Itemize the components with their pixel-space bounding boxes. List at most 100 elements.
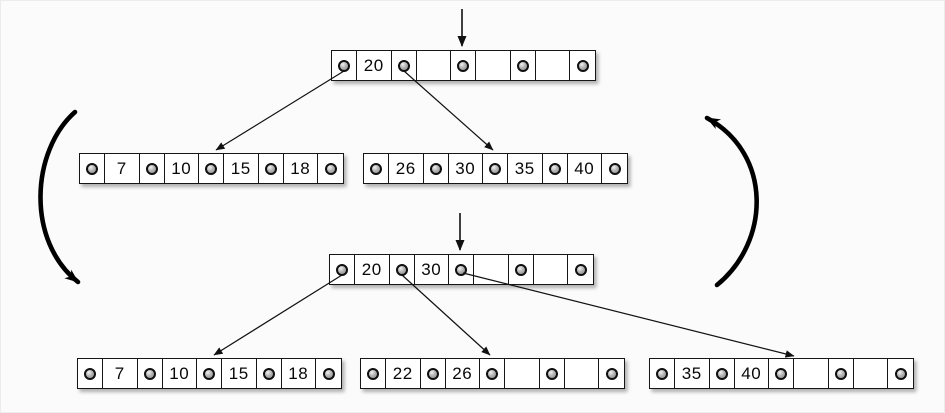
pointer-dot-icon <box>775 367 787 380</box>
key-cell <box>474 255 509 284</box>
pointer-dot-icon <box>203 367 215 380</box>
node-after-root: 20 30 <box>329 254 594 285</box>
pointer-slot <box>568 255 593 284</box>
node-before-leaf-1: 7 10 15 18 <box>79 153 344 184</box>
key-cell: 7 <box>103 359 138 388</box>
pointer-slot <box>424 154 449 183</box>
pointer-dot-icon <box>395 263 408 276</box>
pointer-slot <box>511 51 536 80</box>
key-cell <box>476 51 511 80</box>
pointer-dot-icon <box>262 367 275 380</box>
key-cell <box>417 51 451 80</box>
pointer-dot-icon <box>514 263 527 276</box>
pointer-dot-icon <box>205 162 217 175</box>
key-cell: 20 <box>357 51 392 80</box>
pointer-slot <box>332 51 357 80</box>
key-cell <box>536 51 570 80</box>
pointer-slot <box>540 359 565 388</box>
pointer-dot-icon <box>86 162 98 175</box>
node-after-leaf-2: 22 26 <box>360 358 625 389</box>
pointer-dot-icon <box>145 162 158 175</box>
key-cell: 30 <box>415 255 449 284</box>
pointer-dot-icon <box>264 162 277 175</box>
pointer-dot-icon <box>548 162 561 175</box>
child-pointer-arrow-icon <box>215 70 345 151</box>
child-pointer-arrow-icon <box>462 272 795 358</box>
key-cell: 15 <box>224 154 259 183</box>
key-cell: 7 <box>105 154 140 183</box>
key-cell: 35 <box>508 154 543 183</box>
key-cell <box>794 359 829 388</box>
key-cell: 26 <box>389 154 424 183</box>
pointer-dot-icon <box>322 367 335 380</box>
pointer-slot <box>543 154 568 183</box>
pointer-dot-icon <box>370 162 382 175</box>
pointer-slot <box>421 359 446 388</box>
pointer-slot <box>392 51 417 80</box>
pointer-slot <box>138 359 163 388</box>
pointer-dot-icon <box>84 367 96 380</box>
cycle-arrow-down-icon <box>38 109 81 285</box>
pointer-slot <box>80 154 105 183</box>
pointer-slot <box>570 51 595 80</box>
pointer-dot-icon <box>455 263 467 276</box>
pointer-slot <box>390 255 415 284</box>
pointer-slot <box>361 359 386 388</box>
pointer-slot <box>710 359 735 388</box>
pointer-slot <box>480 359 505 388</box>
pointer-slot <box>451 51 476 80</box>
key-cell: 10 <box>165 154 199 183</box>
key-cell: 35 <box>675 359 710 388</box>
pointer-slot <box>599 359 624 388</box>
pointer-dot-icon <box>656 367 668 380</box>
pointer-dot-icon <box>574 263 587 276</box>
child-pointer-arrow-icon <box>213 274 343 356</box>
key-cell: 40 <box>735 359 769 388</box>
pointer-slot <box>78 359 103 388</box>
key-cell <box>505 359 540 388</box>
pointer-dot-icon <box>516 59 529 72</box>
key-cell: 10 <box>163 359 197 388</box>
pointer-dot-icon <box>489 162 501 175</box>
pointer-slot <box>449 255 474 284</box>
pointer-slot <box>330 255 355 284</box>
key-cell: 20 <box>355 255 390 284</box>
pointer-slot <box>259 154 284 183</box>
cycle-arrow-up-icon <box>704 115 759 288</box>
pointer-slot <box>364 154 389 183</box>
pointer-slot <box>509 255 534 284</box>
pointer-dot-icon <box>397 59 410 72</box>
key-cell: 26 <box>446 359 480 388</box>
key-cell: 30 <box>449 154 483 183</box>
pointer-slot <box>140 154 165 183</box>
node-before-root: 20 <box>331 50 596 81</box>
pointer-slot <box>829 359 854 388</box>
pointer-slot <box>318 154 343 183</box>
pointer-slot <box>197 359 222 388</box>
pointer-dot-icon <box>143 367 156 380</box>
pointer-slot <box>316 359 341 388</box>
pointer-dot-icon <box>608 162 621 175</box>
pointer-dot-icon <box>336 263 348 276</box>
pointer-slot <box>199 154 224 183</box>
pointer-dot-icon <box>605 367 618 380</box>
node-before-leaf-2: 26 30 35 40 <box>363 153 628 184</box>
key-cell <box>534 255 568 284</box>
node-after-leaf-3: 35 40 <box>649 358 914 389</box>
pointer-dot-icon <box>834 367 847 380</box>
node-after-leaf-1: 7 10 15 18 <box>77 358 342 389</box>
pointer-slot <box>602 154 627 183</box>
pointer-slot <box>888 359 913 388</box>
pointer-slot <box>483 154 508 183</box>
pointer-dot-icon <box>545 367 558 380</box>
key-cell: 15 <box>222 359 257 388</box>
pointer-slot <box>650 359 675 388</box>
key-cell <box>854 359 888 388</box>
pointer-dot-icon <box>715 367 728 380</box>
pointer-dot-icon <box>894 367 907 380</box>
pointer-dot-icon <box>576 59 589 72</box>
pointer-dot-icon <box>429 162 442 175</box>
key-cell: 18 <box>282 359 316 388</box>
child-pointer-arrow-icon <box>401 274 491 356</box>
